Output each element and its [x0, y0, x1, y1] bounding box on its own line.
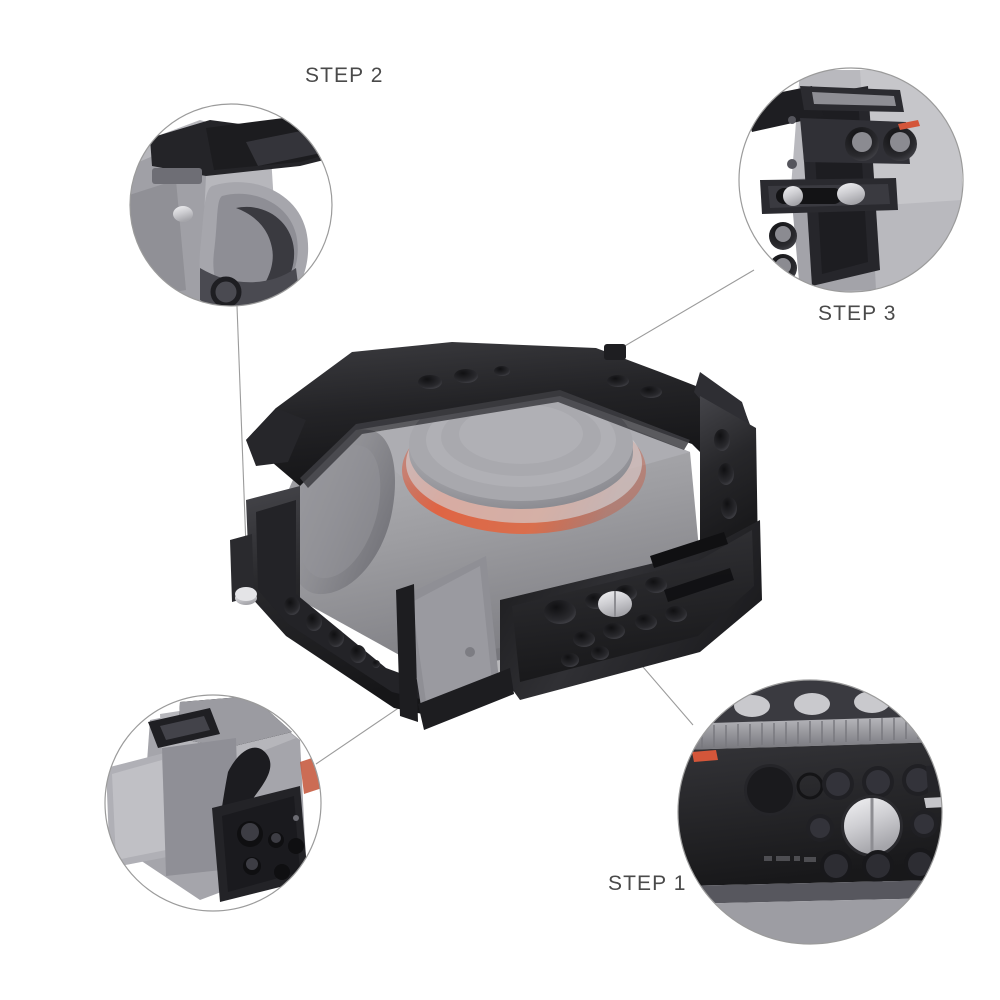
cage-left-plate — [246, 486, 514, 730]
cage-top-holes — [418, 366, 662, 398]
callout-step-3 — [738, 67, 964, 293]
step-label-3: STEP 3 — [818, 302, 897, 325]
thumbscrew-left — [230, 534, 257, 605]
left-rail-holes — [284, 597, 380, 668]
cage-top-plate — [246, 342, 752, 488]
cage-front-plate — [500, 520, 762, 700]
callout-step-1 — [677, 679, 943, 945]
camera-cage-assembly — [230, 342, 762, 730]
callout-battery-door — [104, 694, 322, 912]
tripod-screw-center — [598, 591, 632, 617]
leader-line-step-3 — [617, 269, 755, 351]
step-label-1: STEP 1 — [608, 872, 687, 895]
step-label-2: STEP 2 — [305, 64, 384, 87]
callout-step-2 — [129, 103, 333, 307]
cage-side-plate-right — [604, 344, 758, 566]
